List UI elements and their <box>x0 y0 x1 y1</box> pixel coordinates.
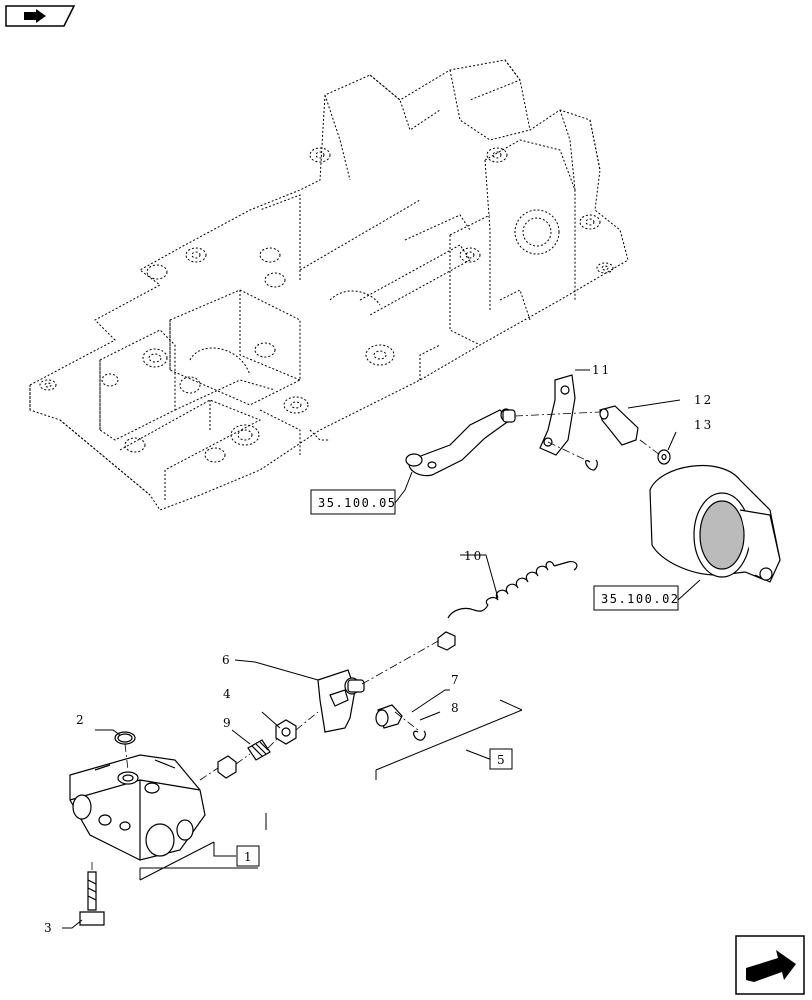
previous-page-button[interactable] <box>4 4 76 28</box>
reference-35-100-05: 35.100.05 <box>318 496 397 510</box>
washer <box>657 449 671 465</box>
callout-6: 6 <box>222 653 232 667</box>
callout-8: 8 <box>451 701 461 715</box>
valve-nut <box>217 755 237 779</box>
callout-box-5 <box>489 748 513 770</box>
callout-12: 12 <box>694 393 713 407</box>
assembly-centerlines-upper <box>514 411 661 463</box>
callout-4: 4 <box>223 687 233 701</box>
bolt <box>79 871 105 926</box>
roller <box>375 704 403 729</box>
callout-1: 1 <box>244 850 254 864</box>
assembly-centerlines-lower <box>91 639 441 872</box>
callout-2: 2 <box>76 713 86 727</box>
housing-bosses <box>39 147 614 463</box>
spring <box>447 561 578 619</box>
valve-body <box>69 754 206 861</box>
callout-13: 13 <box>694 418 713 432</box>
spring-nut <box>437 631 456 651</box>
link-plate <box>539 374 576 456</box>
leader-lines <box>62 369 701 929</box>
cam-drum <box>649 465 781 583</box>
lock-nut <box>275 719 297 745</box>
clip <box>413 730 426 741</box>
reference-35-100-02: 35.100.02 <box>601 592 680 606</box>
reference-box-35-100-02 <box>593 585 679 611</box>
callout-3: 3 <box>44 921 54 935</box>
callout-9: 9 <box>223 716 233 730</box>
lever-arm <box>405 408 516 477</box>
callout-11: 11 <box>592 363 611 377</box>
snap-ring <box>585 459 598 471</box>
pin <box>599 405 639 446</box>
callout-10: 10 <box>464 549 483 563</box>
previous-page-icon <box>5 5 76 27</box>
callout-7: 7 <box>451 673 461 687</box>
callout-5: 5 <box>497 753 507 767</box>
callout-box-1 <box>236 845 260 867</box>
lift-housing-outline <box>29 59 629 511</box>
next-page-icon <box>735 935 805 995</box>
reference-box-35-100-05 <box>310 489 396 515</box>
set-screw <box>247 739 271 761</box>
bracket <box>317 669 365 733</box>
next-page-button[interactable] <box>734 934 806 996</box>
